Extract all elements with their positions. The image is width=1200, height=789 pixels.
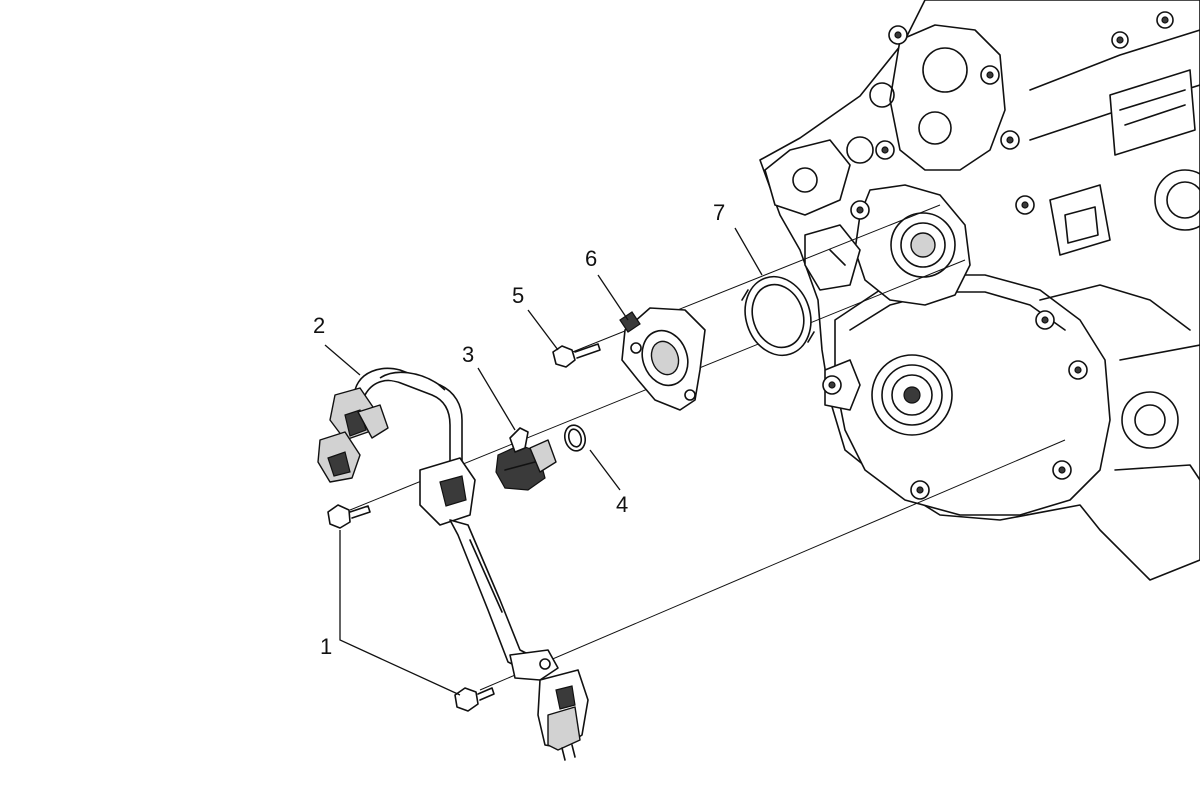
callout-7: 7 [713, 200, 725, 225]
bolt-lower [454, 687, 495, 712]
callout-labels: 1 2 3 4 5 6 7 [313, 200, 725, 659]
callout-3: 3 [462, 342, 474, 367]
leader-lines [324, 227, 763, 696]
sensor-mount-plate [619, 307, 706, 411]
callout-5: 5 [512, 283, 524, 308]
bolt-small [552, 343, 601, 368]
seal-ring [741, 275, 815, 357]
wiring-harness [317, 367, 589, 761]
crank-sensor [495, 427, 557, 491]
o-ring [563, 424, 587, 452]
harness-bolts [327, 504, 495, 712]
callout-6: 6 [585, 246, 597, 271]
callout-4: 4 [616, 492, 628, 517]
callout-1: 1 [320, 634, 332, 659]
callout-2: 2 [313, 313, 325, 338]
bolt-upper [327, 504, 371, 529]
engine-block [759, 0, 1200, 581]
